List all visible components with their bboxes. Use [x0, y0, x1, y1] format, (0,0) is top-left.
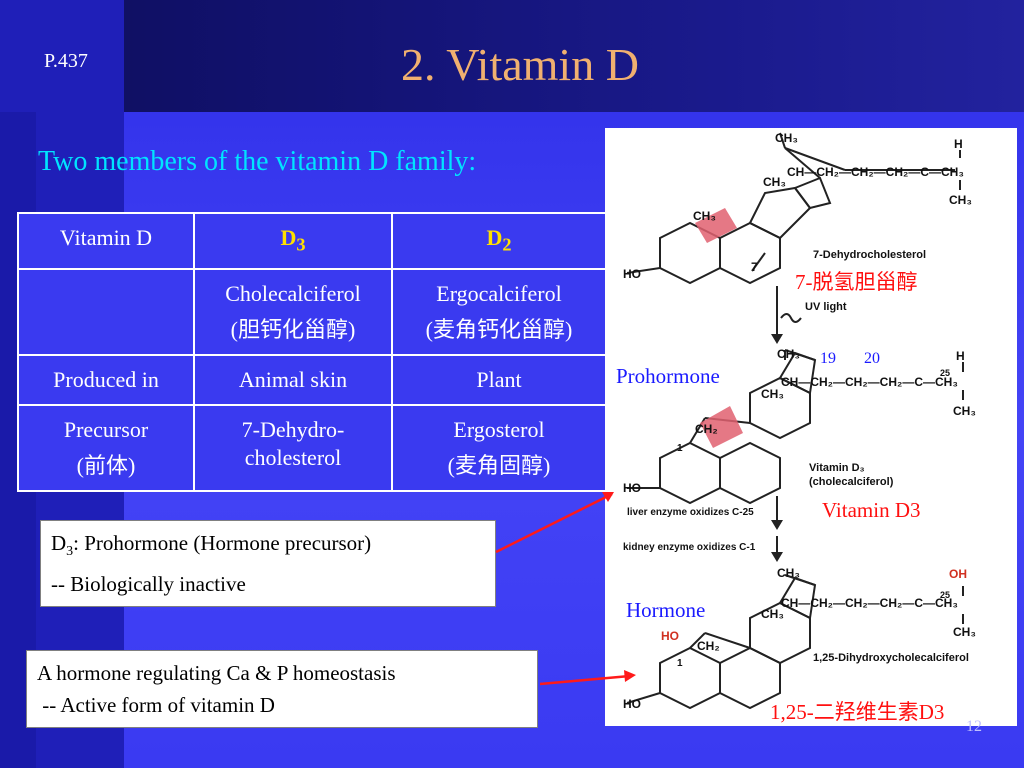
formula-text: CH₃ — [953, 625, 976, 639]
table-row: Produced in Animal skin Plant — [17, 354, 607, 407]
table-cell: Precursor (前体) — [17, 404, 195, 493]
header-label: D — [486, 225, 503, 250]
note-line: D3: Prohormone (Hormone precursor) — [51, 527, 485, 568]
cell-text: (胆钙化甾醇) — [230, 317, 356, 343]
cell-text: Cholecalciferol — [225, 281, 361, 307]
header-cell: Vitamin D — [17, 211, 195, 271]
header-cell-d3: D3 — [193, 211, 393, 271]
cell-text: 7-Dehydro- — [241, 417, 345, 443]
table-header-row: Vitamin D D3 D2 — [17, 211, 607, 271]
table-cell — [17, 268, 195, 357]
header-subscript: 2 — [502, 234, 512, 255]
highlight-region — [700, 406, 743, 448]
hormone-note-box: A hormone regulating Ca & P homeostasis … — [26, 650, 538, 728]
slide-number: 12 — [966, 718, 982, 735]
formula-caption: 7-Dehydrocholesterol — [813, 249, 926, 261]
formula-caption: liver enzyme oxidizes C-25 — [627, 507, 754, 518]
formula-text: CH₃ — [777, 566, 800, 580]
slide-title: 2. Vitamin D — [401, 39, 639, 90]
table-cell: Plant — [391, 354, 607, 407]
formula-text: CH—CH₂—CH₂—CH₂—C—CH₃ — [781, 375, 958, 389]
formula-text: CH—CH₂—CH₂—CH₂—C—CH₃ — [781, 596, 958, 610]
carbon-20-label: 20 — [864, 350, 880, 367]
cell-text: (麦角钙化甾醇) — [425, 317, 573, 343]
formula-caption: UV light — [805, 301, 847, 313]
title-band — [0, 0, 1024, 112]
note-line: -- Biologically inactive — [51, 572, 246, 597]
calcitriol-structure — [626, 574, 964, 710]
cell-text: Precursor — [63, 417, 149, 443]
formula-text: CH—CH₂—CH₂—CH₂—C—CH₃ — [787, 165, 964, 179]
hormone-label: Hormone — [626, 598, 706, 622]
formula-text: HO — [623, 481, 641, 495]
table-cell: Ergocalciferol (麦角钙化甾醇) — [391, 268, 607, 357]
formula-caption: (cholecalciferol) — [809, 476, 894, 488]
header-subscript: 3 — [296, 234, 306, 255]
formula-text: CH₃ — [949, 193, 972, 207]
note-subscript: 3 — [66, 544, 74, 560]
formula-text: 25 — [940, 368, 950, 378]
formula-text: CH₃ — [775, 131, 798, 145]
cell-text: Animal skin — [238, 367, 348, 393]
cell-text: Plant — [476, 367, 522, 393]
formula-text: H — [956, 349, 965, 363]
carbon-19-label: 19 — [820, 350, 836, 367]
uv-squiggle — [780, 313, 802, 323]
formula-caption: kidney enzyme oxidizes C-1 — [623, 542, 756, 553]
header-label: D — [280, 225, 297, 250]
formula-text: H — [954, 137, 963, 151]
note-text: : Prohormone (Hormone precursor) — [73, 531, 372, 555]
formula-text: HO — [623, 267, 641, 281]
cell-text: (前体) — [76, 453, 136, 479]
formula-text: CH₂ — [697, 639, 720, 653]
prohormone-label: Prohormone — [616, 364, 720, 388]
table-cell: Ergosterol (麦角固醇) — [391, 404, 607, 493]
cell-text: (麦角固醇) — [447, 453, 551, 479]
note-line: -- Active form of vitamin D — [37, 693, 275, 717]
formula-text: 1 — [677, 658, 683, 669]
vitamin-d-table: Vitamin D D3 D2 Cholecalciferol(胆钙化甾醇) E… — [17, 211, 607, 493]
page-reference: P.437 — [44, 50, 88, 72]
formula-text: 25 — [940, 590, 950, 600]
formula-text: CH₃ — [777, 347, 800, 361]
formula-text: CH₃ — [763, 175, 786, 189]
formula-text: CH₃ — [953, 404, 976, 418]
table-cell: Animal skin — [193, 354, 393, 407]
cell-text: Ergosterol — [453, 417, 545, 443]
note-text: D — [51, 531, 67, 555]
formula-text: CH₃ — [761, 607, 784, 621]
prohormone-note-box: D3: Prohormone (Hormone precursor) -- Bi… — [40, 520, 496, 608]
pathway-figure: CH₃ H CH—CH₂—CH₂—CH₂—C—CH₃ CH₃ CH₃ CH₃ 7… — [623, 131, 976, 711]
formula-text: HO — [661, 629, 679, 643]
dehydrocholesterol-structure — [626, 132, 961, 285]
note-line: A hormone regulating Ca & P homeostasis — [37, 661, 396, 685]
formula-text: CH₃ — [761, 387, 784, 401]
formula-text: CH₂ — [695, 422, 718, 436]
table-cell: Produced in — [17, 354, 195, 407]
vitamin-d3-label: Vitamin D3 — [822, 498, 921, 522]
dihydroxy-vitamin-d3-cn-label: 1,25-二羟维生素D3 — [770, 700, 945, 724]
table-row: Cholecalciferol (胆钙化甾醇) Ergocalciferol (麦角… — [17, 268, 607, 357]
vitamin-d-synthesis-diagram: CH₃ H CH—CH₂—CH₂—CH₂—C—CH₃ CH₃ CH₃ CH₃ 7… — [605, 128, 1017, 726]
table-cell: 7-Dehydro-cholesterol — [193, 404, 393, 493]
formula-text: 1 — [677, 443, 683, 454]
highlight-region — [695, 208, 737, 243]
table-row: Precursor (前体) 7-Dehydro-cholesterol Ergo… — [17, 404, 607, 493]
formula-caption: Vitamin D₃ — [809, 462, 865, 474]
formula-caption: 1,25-Dihydroxycholecalciferol — [813, 652, 969, 664]
cell-text: Produced in — [53, 367, 159, 393]
formula-text: CH₃ — [693, 209, 716, 223]
header-label: Vitamin D — [59, 225, 153, 250]
formula-text: HO — [623, 697, 641, 711]
slide-subtitle: Two members of the vitamin D family: — [38, 146, 477, 177]
vitamin-d3-structure — [627, 349, 964, 505]
formula-text: 7 — [751, 260, 758, 274]
dehydrocholesterol-cn-label: 7-脱氢胆甾醇 — [795, 270, 918, 294]
formula-text: OH — [949, 567, 967, 581]
cell-text: cholesterol — [244, 445, 342, 471]
header-cell-d2: D2 — [391, 211, 607, 271]
table-cell: Cholecalciferol (胆钙化甾醇) — [193, 268, 393, 357]
cell-text: Ergocalciferol — [436, 281, 562, 307]
